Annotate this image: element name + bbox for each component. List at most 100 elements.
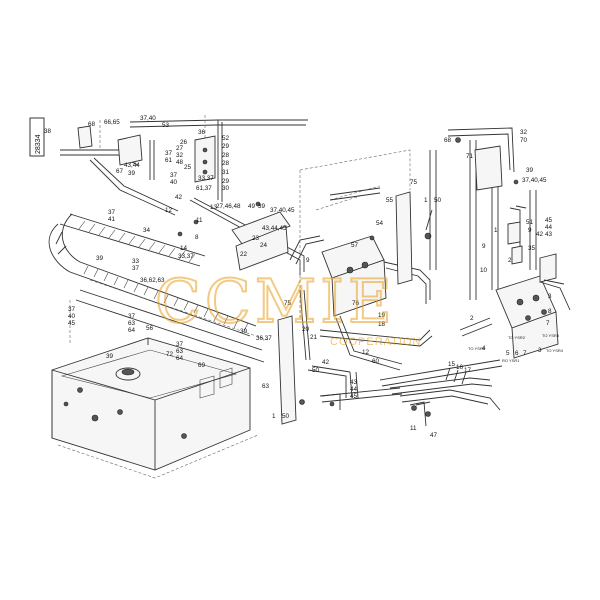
callout-label: 9	[306, 257, 310, 264]
callout-label: 36,62,63	[140, 277, 165, 284]
callout-label: 4	[482, 345, 486, 352]
callout-label: 2	[470, 315, 474, 322]
callout-label: 21	[310, 334, 318, 341]
callout-label: 26	[180, 139, 188, 146]
callout-label: 33,37	[178, 253, 194, 260]
callout-label: 64	[128, 327, 136, 334]
callout-label: 37	[176, 341, 184, 348]
callout-label: 37	[108, 209, 116, 216]
callout-label: 43,44	[124, 162, 140, 169]
callout-label: 76	[352, 300, 360, 307]
callout-label: 39	[526, 167, 534, 174]
callout-label: 24	[260, 242, 268, 249]
callout-label: 32	[176, 152, 184, 159]
callout-label: 10	[480, 267, 488, 274]
callout-label: 27	[176, 145, 184, 152]
callout-label: 49	[248, 203, 256, 210]
sheet-number: 28334	[35, 134, 42, 154]
callout-label: 72	[166, 351, 174, 358]
callout-label: 16	[456, 364, 464, 371]
callout-label: 66,65	[104, 119, 120, 126]
port-label: TO YSR4	[546, 348, 564, 353]
callout-label: 33,37	[198, 175, 214, 182]
callout-label: 75	[410, 179, 418, 186]
callout-label: 37	[132, 265, 140, 272]
port-label: RO YSR1	[502, 358, 520, 363]
callout-label: 42	[175, 194, 183, 201]
callout-label: 45	[68, 320, 76, 327]
central-valve-assembly	[277, 149, 433, 425]
callout-label: 5	[506, 350, 510, 357]
callout-label: 50	[312, 367, 320, 374]
callout-label: 37	[128, 313, 136, 320]
callout-label: 11	[410, 425, 417, 432]
callout-label: 42	[536, 231, 544, 238]
callout-label: 32	[520, 129, 528, 136]
port-label: TO YSR2	[508, 335, 526, 340]
callout-label: 43,44,45	[262, 225, 287, 232]
callout-label: 34	[143, 227, 151, 234]
callout-label: 43	[350, 379, 358, 386]
callout-label: 2	[508, 257, 512, 264]
callout-label: 7	[546, 320, 550, 327]
callout-label: 43	[545, 231, 553, 238]
callout-label: 6	[515, 350, 519, 357]
callout-label: 44	[545, 224, 553, 231]
right-manifold	[319, 127, 571, 427]
callout-label: 15	[448, 361, 456, 368]
callout-label: 18	[378, 321, 386, 328]
callout-label: 31	[222, 169, 230, 176]
callout-label: 68	[88, 121, 96, 128]
callout-label: 37	[170, 172, 178, 179]
callout-label: 8	[195, 234, 199, 241]
callout-label: 25	[184, 164, 192, 171]
callout-label: 13	[210, 204, 218, 211]
callout-label: 39	[96, 255, 104, 262]
callout-label: 8	[548, 308, 552, 315]
callout-label: 37	[68, 306, 76, 313]
callout-label: 29	[222, 178, 230, 185]
callout-label: 63	[262, 383, 270, 390]
callout-label: 12	[165, 207, 173, 214]
callout-label: 38	[44, 128, 52, 135]
callout-label: 75	[284, 300, 292, 307]
callout-label: 42	[322, 359, 330, 366]
callout-label: 63	[176, 348, 184, 355]
callout-label: 35	[528, 245, 536, 252]
callout-label: 37,40	[140, 115, 156, 122]
callout-label: 69	[198, 362, 206, 369]
callout-label: 41	[108, 216, 116, 223]
callout-label: 50	[434, 197, 442, 204]
callout-label: 55	[386, 197, 394, 204]
callout-label: 20	[302, 326, 310, 333]
callout-label: 1	[424, 197, 428, 204]
callout-label: 50	[282, 413, 290, 420]
callout-label: 68	[444, 137, 452, 144]
watermark: CCMIE COOPERATION	[154, 266, 421, 348]
callout-label: 19	[378, 312, 386, 319]
callout-label: 30	[222, 185, 230, 192]
callout-label: 29	[222, 143, 230, 150]
callout-label: 1	[494, 227, 498, 234]
sheet-number-box: 28334	[29, 117, 45, 157]
callout-label: 61	[165, 157, 173, 164]
watermark-subtitle: COOPERATION	[330, 336, 421, 348]
callout-label: 70	[520, 137, 528, 144]
callout-label: 37,40,45	[270, 207, 295, 214]
callout-label: 63	[128, 320, 136, 327]
callout-label: 54	[376, 220, 384, 227]
callout-label: 9	[482, 243, 486, 250]
hydraulic-tank	[51, 337, 259, 479]
callout-label: 11	[196, 217, 203, 224]
callout-label: 45	[545, 217, 553, 224]
callout-label: 3	[548, 293, 552, 300]
port-label: TO YSR2	[468, 346, 486, 351]
watermark-brand: CCMIE	[155, 267, 396, 337]
callout-label: 64	[176, 355, 184, 362]
callout-label: 61,37	[196, 185, 212, 192]
callout-label: 17	[464, 367, 472, 374]
callout-label: 53	[162, 122, 170, 129]
callout-label: 1	[272, 413, 276, 420]
